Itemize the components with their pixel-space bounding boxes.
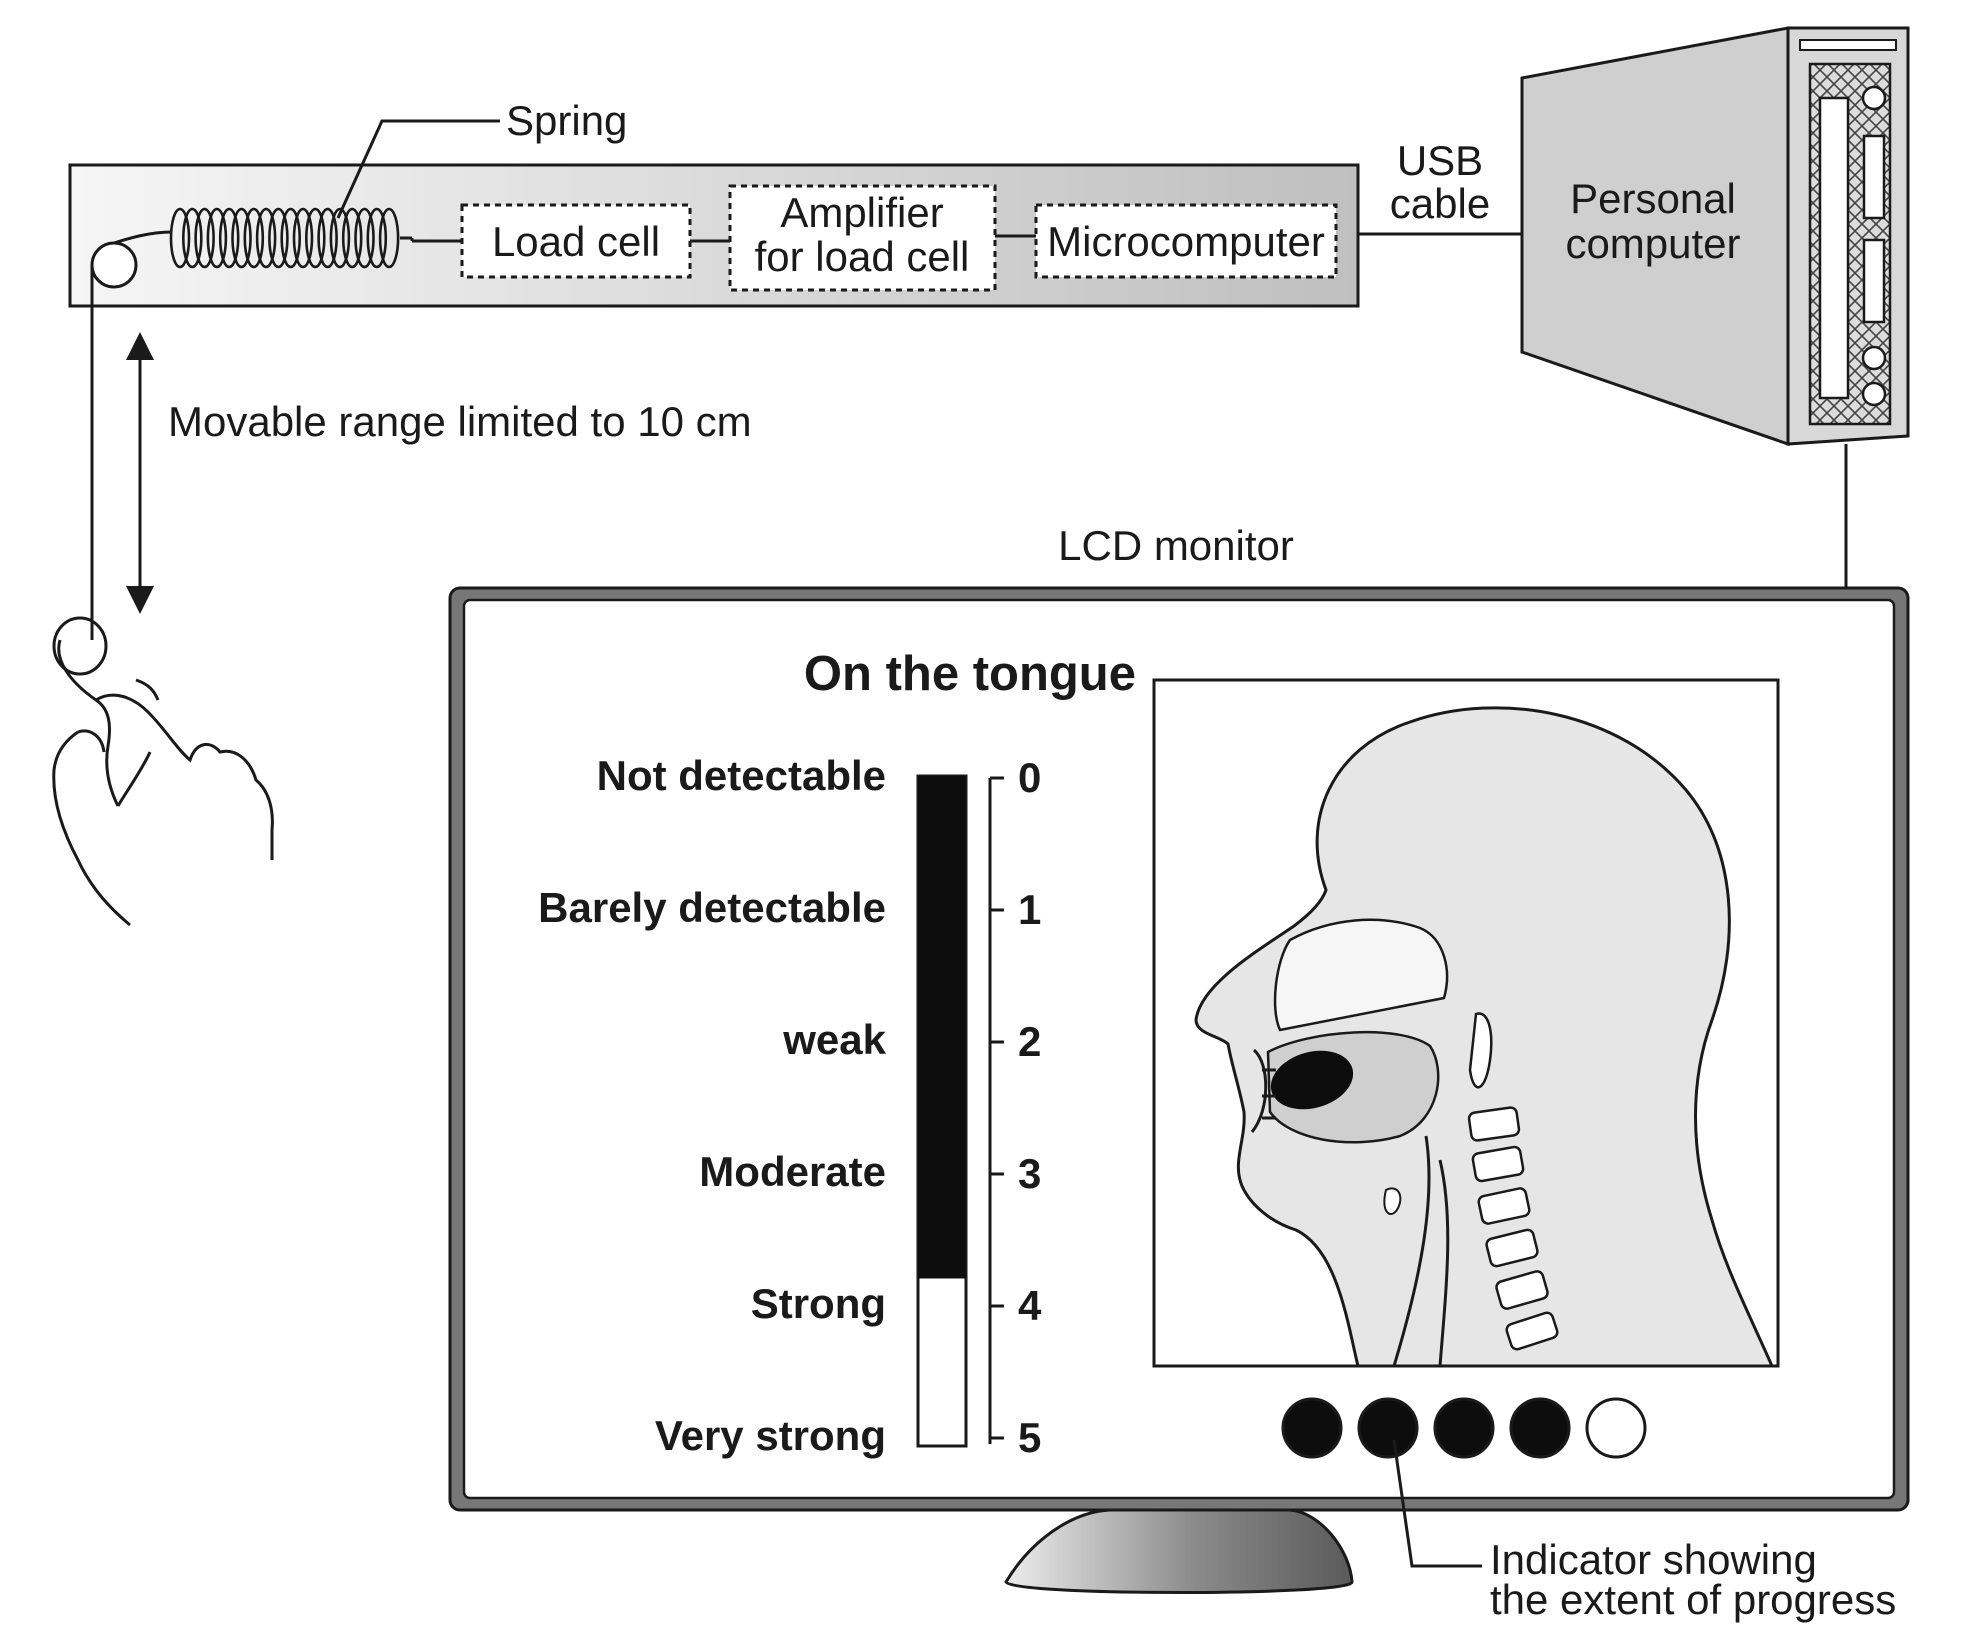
movable-range-label: Movable range limited to 10 cm [168,398,752,445]
scale-number: 5 [1018,1414,1041,1461]
microcomputer-box [1034,203,1338,279]
movable-range-arrow [126,332,154,614]
measuring-device: Load cell Amplifier for load cell Microc… [68,97,1360,308]
scale-number: 1 [1018,886,1041,933]
indicator-label-line1: Indicator showing [1490,1536,1817,1583]
load-cell-box [460,203,692,279]
usb-label-line1: USB [1397,137,1483,184]
pc-label-line1: Personal [1570,175,1736,222]
progress-dot-filled [1357,1397,1419,1459]
spring-label: Spring [506,97,627,144]
scale-label: weak [782,1016,886,1063]
scale-label: Moderate [699,1148,886,1195]
usb-cable: USB cable [1358,137,1522,236]
intensity-bar-fill [918,776,966,1279]
amplifier-label-line1: Amplifier [780,189,943,236]
scale-label: Strong [751,1280,886,1327]
scale-label: Very strong [655,1412,886,1459]
progress-dot-empty [1585,1397,1647,1459]
scale-label: Not detectable [597,752,886,799]
scale-number: 4 [1018,1282,1042,1329]
tongue-marker [1270,1050,1354,1110]
head-cross-section-image [1152,678,1780,1368]
indicator-label-line2: the extent of progress [1490,1576,1896,1623]
progress-indicator [1281,1397,1647,1459]
progress-dot-filled [1433,1397,1495,1459]
finger-pull-icon [52,265,274,927]
lcd-monitor-label: LCD monitor [1058,522,1294,569]
pc-label-line2: computer [1565,220,1740,267]
load-cell-label: Load cell [492,218,660,265]
amplifier-box [728,184,997,292]
amplifier-label-line2: for load cell [755,233,970,280]
progress-dot-filled [1509,1397,1571,1459]
pulley-icon [90,241,138,289]
monitor-stand [1004,1508,1354,1594]
scale-number: 2 [1018,1018,1041,1065]
personal-computer-icon: Personal computer [1520,26,1910,447]
scale-label: Barely detectable [538,884,886,931]
scale-number: 3 [1018,1150,1041,1197]
scale-number: 0 [1018,754,1041,801]
screen-title: On the tongue [804,647,1136,701]
indicator-callout-line [1392,1439,1482,1568]
progress-dot-filled [1281,1397,1343,1459]
usb-label-line2: cable [1390,180,1490,227]
microcomputer-label: Microcomputer [1047,218,1325,265]
spring-icon [113,207,414,269]
